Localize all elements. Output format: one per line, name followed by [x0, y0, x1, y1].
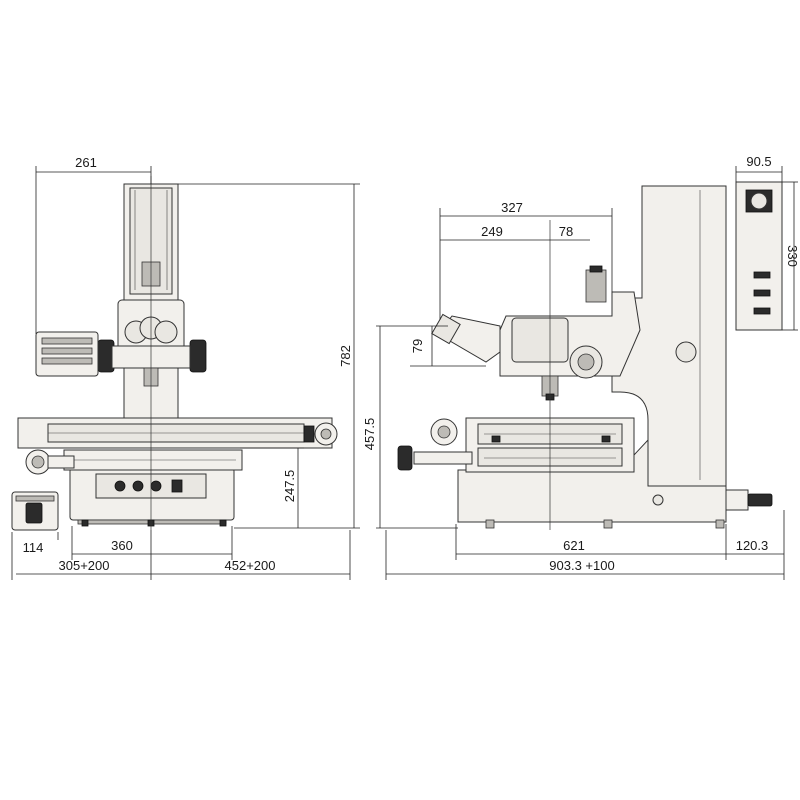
dim-side-eyepiece-reach: 327 [501, 200, 523, 215]
front-eyepiece-right [154, 320, 178, 344]
dim-front-controller-width: 114 [23, 540, 44, 555]
side-top-port [585, 269, 607, 303]
dim-side-base-depth: 621 [563, 538, 585, 553]
front-knob-3 [150, 480, 162, 492]
front-knob-2 [132, 480, 144, 492]
side-column [611, 185, 727, 487]
dim-front-stage-height: 247.5 [282, 470, 297, 503]
dim-front-base-width: 360 [111, 538, 133, 553]
dim-front-right-travel: 452+200 [225, 558, 276, 573]
front-foot-right [219, 519, 227, 527]
side-rear-handle [747, 493, 773, 507]
side-lower-knob [397, 445, 413, 471]
front-knob-1 [114, 480, 126, 492]
side-column-knob [675, 341, 697, 363]
front-view [11, 176, 338, 531]
dim-side-eyepiece-offset: 249 [481, 224, 503, 239]
front-focus-knob-right [189, 339, 207, 373]
side-view [397, 181, 783, 530]
dim-side-psu-width: 90.5 [746, 154, 771, 169]
front-controller-button [25, 502, 43, 524]
dim-front-left-travel: 305+200 [59, 558, 110, 573]
dim-side-total-depth: 903.3 +100 [549, 558, 614, 573]
side-dimensions: 327 249 78 79 457.5 621 120.3 903.3 +100 [362, 154, 800, 580]
front-foot-left [81, 519, 89, 527]
front-switch [171, 479, 183, 493]
side-eyepiece [431, 313, 461, 345]
dim-side-eyepiece-axis: 78 [559, 224, 573, 239]
dim-side-handle-depth: 120.3 [736, 538, 769, 553]
front-dimensions: 261 782 247.5 360 114 305+200 452+200 [11, 155, 360, 580]
dim-side-stage-height: 457.5 [362, 418, 377, 451]
side-rear-block [725, 489, 749, 511]
dim-side-psu-height: 330 [785, 245, 800, 267]
dim-front-top-width: 261 [75, 155, 97, 170]
dim-front-height: 782 [338, 345, 353, 367]
dim-side-eyepiece-height: 79 [410, 339, 425, 353]
